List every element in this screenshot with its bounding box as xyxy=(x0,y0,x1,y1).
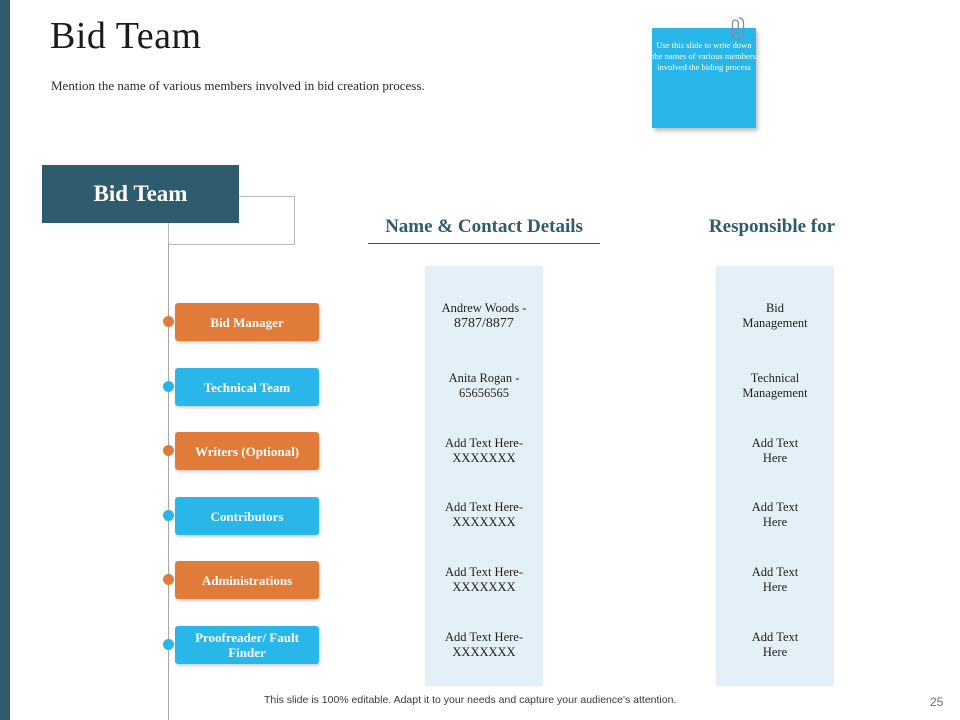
paperclip-icon xyxy=(725,16,747,42)
name-contact-line2: XXXXXXX xyxy=(452,580,516,594)
responsible-line2: Here xyxy=(762,451,788,465)
row-marker-dot xyxy=(163,445,174,456)
row-marker-dot xyxy=(163,639,174,650)
role-pill-label: Technical Team xyxy=(203,379,291,395)
responsible-line1: Technical xyxy=(750,371,800,385)
row-marker-dot xyxy=(163,510,174,521)
responsible-cell: Add Text Here xyxy=(704,500,846,530)
role-pill-label: Proofreader/ Fault Finder xyxy=(195,630,299,660)
bid-team-header-label: Bid Team xyxy=(93,181,188,206)
name-contact-cell: Anita Rogan - 65656565 xyxy=(413,371,555,401)
name-contact-cell: Andrew Woods - 8787/8877 xyxy=(413,301,555,331)
role-pill-contributors[interactable]: Contributors xyxy=(175,497,319,535)
column-header-responsible: Responsible for xyxy=(708,216,836,237)
row-marker-dot xyxy=(163,574,174,585)
sticky-note-text: Use this slide to write down the names o… xyxy=(652,40,756,72)
responsible-cell: Technical Management xyxy=(704,371,846,401)
name-contact-line1: Anita Rogan - xyxy=(448,371,520,385)
column-header-name-contact: Name & Contact Details xyxy=(368,216,600,244)
responsible-cell: Bid Management xyxy=(704,301,846,331)
name-contact-line1: Add Text Here- xyxy=(444,565,524,579)
name-contact-cell: Add Text Here- XXXXXXX xyxy=(413,630,555,660)
responsible-line1: Add Text xyxy=(751,565,799,579)
responsible-line2: Management xyxy=(742,316,808,330)
responsible-line1: Add Text xyxy=(751,436,799,450)
sticky-note: Use this slide to write down the names o… xyxy=(652,28,756,128)
responsible-cell: Add Text Here xyxy=(704,436,846,466)
role-pill-technical-team[interactable]: Technical Team xyxy=(175,368,319,406)
role-pill-bid-manager[interactable]: Bid Manager xyxy=(175,303,319,341)
name-contact-line2: XXXXXXX xyxy=(452,645,516,659)
name-contact-line1: Andrew Woods - xyxy=(441,301,527,315)
connector-spine xyxy=(168,243,169,720)
responsible-panel xyxy=(716,266,834,686)
role-pill-administrations[interactable]: Administrations xyxy=(175,561,319,599)
name-contact-line2: 8787/8877 xyxy=(454,316,514,331)
name-contact-cell: Add Text Here- XXXXXXX xyxy=(413,500,555,530)
row-marker-dot xyxy=(163,381,174,392)
responsible-line1: Add Text xyxy=(751,630,799,644)
row-marker-dot xyxy=(163,316,174,327)
role-pill-label: Bid Manager xyxy=(210,314,284,330)
responsible-line1: Bid xyxy=(765,301,785,315)
role-pill-label: Contributors xyxy=(210,508,284,524)
name-contact-cell: Add Text Here- XXXXXXX xyxy=(413,565,555,595)
left-accent-bar xyxy=(0,0,10,720)
bid-team-header-box[interactable]: Bid Team xyxy=(42,165,239,223)
role-pill-proofreader[interactable]: Proofreader/ Fault Finder xyxy=(175,626,319,664)
responsible-line2: Management xyxy=(742,386,808,400)
page-number: 25 xyxy=(930,695,944,709)
role-pill-label: Administrations xyxy=(201,572,293,588)
name-contact-cell: Add Text Here- XXXXXXX xyxy=(413,436,555,466)
responsible-line2: Here xyxy=(762,645,788,659)
name-contact-line1: Add Text Here- xyxy=(444,500,524,514)
responsible-cell: Add Text Here xyxy=(704,630,846,660)
role-pill-label: Writers (Optional) xyxy=(194,443,300,459)
name-contact-panel xyxy=(425,266,543,686)
page-title: Bid Team xyxy=(50,15,202,57)
responsible-line1: Add Text xyxy=(751,500,799,514)
responsible-line2: Here xyxy=(762,580,788,594)
name-contact-line1: Add Text Here- xyxy=(444,436,524,450)
footer-note: This slide is 100% editable. Adapt it to… xyxy=(264,694,677,706)
responsible-cell: Add Text Here xyxy=(704,565,846,595)
page-subtitle: Mention the name of various members invo… xyxy=(51,78,425,93)
role-pill-writers[interactable]: Writers (Optional) xyxy=(175,432,319,470)
name-contact-line2: XXXXXXX xyxy=(452,515,516,529)
name-contact-line1: Add Text Here- xyxy=(444,630,524,644)
responsible-line2: Here xyxy=(762,515,788,529)
name-contact-line2: 65656565 xyxy=(459,386,509,400)
name-contact-line2: XXXXXXX xyxy=(452,451,516,465)
